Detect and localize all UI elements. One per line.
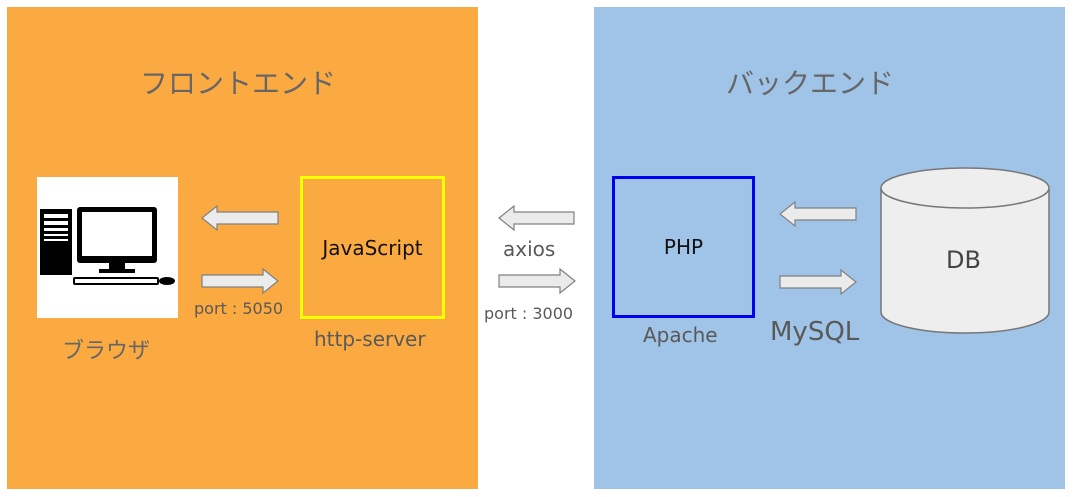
- browser-label: ブラウザ: [62, 339, 151, 364]
- http-server-label: http-server: [314, 327, 426, 351]
- arrow-right-js-to-php: [498, 267, 576, 295]
- db-label: DB: [946, 246, 981, 274]
- javascript-box-label: JavaScript: [322, 235, 423, 260]
- javascript-box: JavaScript: [300, 176, 445, 319]
- port-5050-label: port : 5050: [194, 299, 284, 318]
- mysql-label: MySQL: [770, 317, 860, 347]
- computer-icon: [40, 207, 175, 285]
- arrow-left-php-to-js: [498, 204, 575, 232]
- axios-label: axios: [503, 237, 556, 261]
- port-3000-label: port : 3000: [484, 304, 574, 323]
- php-box: PHP: [612, 176, 755, 318]
- apache-label: Apache: [643, 323, 718, 347]
- backend-title: バックエンド: [726, 67, 895, 100]
- browser-box: [37, 177, 178, 318]
- frontend-title: フロントエンド: [140, 67, 337, 100]
- php-box-label: PHP: [663, 235, 704, 259]
